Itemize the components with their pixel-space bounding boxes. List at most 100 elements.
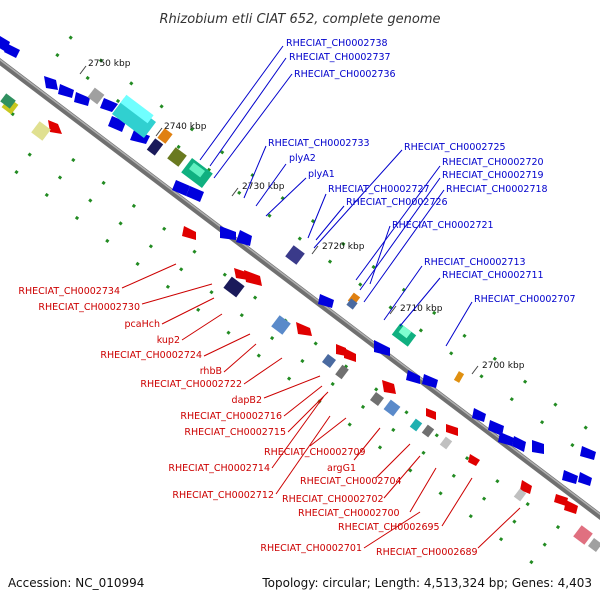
forward-label-texts: RHECIAT_CH0002738 RHECIAT_CH0002737 RHEC…: [268, 38, 576, 305]
gc-tick-mark: [239, 313, 244, 318]
gene-label[interactable]: RHECIAT_CH0002704: [300, 476, 402, 487]
gene-label[interactable]: RHECIAT_CH0002718: [446, 184, 548, 195]
gc-tick-mark: [101, 180, 106, 186]
accession-text: Accession: NC_010994: [8, 576, 144, 590]
gene-label[interactable]: RHECIAT_CH0002689: [376, 547, 478, 558]
gene-label[interactable]: RHECIAT_CH0002724: [100, 350, 202, 361]
gc-tick-mark: [512, 519, 517, 524]
gene-label[interactable]: RHECIAT_CH0002737: [289, 52, 391, 63]
gc-tick-mark: [481, 496, 487, 501]
gc-tick-mark: [148, 244, 154, 249]
gene-label[interactable]: RHECIAT_CH0002725: [404, 142, 506, 153]
gc-tick-mark: [432, 310, 437, 316]
gc-tick-mark: [162, 226, 167, 231]
gene-label[interactable]: RHECIAT_CH0002709: [264, 447, 366, 458]
gene-label[interactable]: kup2: [157, 335, 180, 346]
gene-label[interactable]: RHECIAT_CH0002736: [294, 69, 396, 80]
gc-tick-mark: [583, 425, 588, 430]
gc-tick-mark: [327, 259, 333, 264]
gc-tick-mark: [220, 150, 225, 155]
gene-label[interactable]: RHECIAT_CH0002722: [140, 379, 242, 390]
gene-label[interactable]: RHECIAT_CH0002727: [328, 184, 430, 195]
gene-label[interactable]: RHECIAT_CH0002701: [260, 543, 362, 554]
reverse-gene-labels: [121, 263, 521, 549]
gene-label[interactable]: RHECIAT_CH0002726: [346, 197, 448, 208]
gc-tick-mark: [434, 433, 439, 438]
gc-tick-mark: [509, 397, 514, 402]
gene-label[interactable]: RHECIAT_CH0002711: [442, 270, 544, 281]
ruler-tick-label: 2720 kbp: [322, 242, 365, 252]
gc-tick-mark: [347, 422, 352, 427]
gc-tick-mark: [131, 203, 137, 209]
gc-tick-mark: [129, 81, 134, 86]
gene-label[interactable]: RHECIAT_CH0002712: [172, 490, 274, 501]
gc-tick-mark: [269, 335, 275, 341]
gc-tick-mark: [529, 559, 534, 565]
ruler-tick-2700: 2700 kbp: [471, 361, 525, 375]
gc-tick-mark: [570, 442, 575, 448]
gc-tick-mark: [525, 501, 530, 507]
gene-label[interactable]: RHECIAT_CH0002720: [442, 157, 544, 168]
gene-label[interactable]: plyA2: [289, 153, 316, 164]
gc-tick-mark: [313, 341, 318, 346]
gc-tick-mark: [418, 328, 424, 333]
gene-label[interactable]: RHECIAT_CH0002713: [424, 257, 526, 268]
gc-tick-mark: [522, 379, 528, 384]
gene-label[interactable]: RHECIAT_CH0002721: [392, 220, 494, 231]
reverse-strand-features: [48, 120, 578, 514]
gene-label[interactable]: rhbB: [200, 366, 222, 377]
gc-tick-mark: [85, 75, 90, 81]
gene-label[interactable]: RHECIAT_CH0002738: [286, 38, 388, 49]
gc-tick-mark: [135, 261, 140, 267]
gc-tick-mark: [192, 249, 197, 254]
gc-tick-mark: [57, 175, 63, 180]
gc-tick-mark: [159, 104, 164, 109]
gc-tick-mark: [330, 381, 335, 387]
ruler-tick-label: 2740 kbp: [164, 122, 207, 132]
gc-tick-mark: [237, 190, 242, 195]
gc-tick-mark: [468, 514, 473, 519]
gene-label[interactable]: RHECIAT_CH0002714: [168, 463, 270, 474]
forward-strand-features: [0, 36, 596, 486]
gc-tick-mark: [360, 404, 366, 410]
gene-label[interactable]: RHECIAT_CH0002730: [38, 302, 140, 313]
gc-tick-mark: [252, 295, 258, 300]
gc-tick-mark: [14, 169, 19, 175]
gc-tick-mark: [55, 52, 60, 58]
gene-label[interactable]: RHECIAT_CH0002700: [298, 508, 400, 519]
gene-label[interactable]: RHECIAT_CH0002707: [474, 294, 576, 305]
forward-gene-labels: [199, 45, 473, 347]
ruler-tick-label: 2710 kbp: [400, 304, 443, 314]
gc-tick-mark: [297, 236, 302, 241]
gene-label[interactable]: argG1: [327, 463, 356, 474]
gc-tick-mark: [371, 264, 376, 270]
genome-summary-text: Topology: circular; Length: 4,513,324 bp…: [261, 576, 592, 590]
gc-tick-mark: [286, 376, 292, 381]
gc-tick-mark: [492, 356, 497, 361]
gc-tick-mark: [542, 542, 547, 547]
gene-label[interactable]: dapB2: [232, 395, 262, 406]
gc-tick-mark: [438, 491, 443, 496]
gene-label[interactable]: RHECIAT_CH0002715: [184, 427, 286, 438]
gene-label[interactable]: RHECIAT_CH0002734: [18, 286, 120, 297]
gene-label[interactable]: RHECIAT_CH0002695: [338, 522, 440, 533]
gc-tick-mark: [358, 282, 363, 287]
gc-tick-mark: [421, 450, 426, 455]
gc-tick-mark: [189, 127, 195, 132]
gc-tick-mark: [118, 221, 123, 226]
gene-label[interactable]: RHECIAT_CH0002733: [268, 138, 370, 149]
gene-label[interactable]: plyA1: [308, 169, 335, 180]
gc-tick-mark: [209, 290, 214, 295]
gc-tick-mark: [44, 192, 49, 198]
gc-tick-mark: [498, 537, 504, 542]
gc-tick-mark: [176, 144, 181, 150]
gene-label[interactable]: pcaHch: [125, 319, 160, 330]
gc-tick-mark: [479, 374, 484, 379]
ruler-tick-label: 2730 kbp: [242, 182, 285, 192]
gene-label[interactable]: RHECIAT_CH0002719: [442, 170, 544, 181]
gene-label[interactable]: RHECIAT_CH0002702: [282, 494, 384, 505]
gene-label[interactable]: RHECIAT_CH0002716: [180, 411, 282, 422]
forward-colored-features: [87, 87, 465, 383]
